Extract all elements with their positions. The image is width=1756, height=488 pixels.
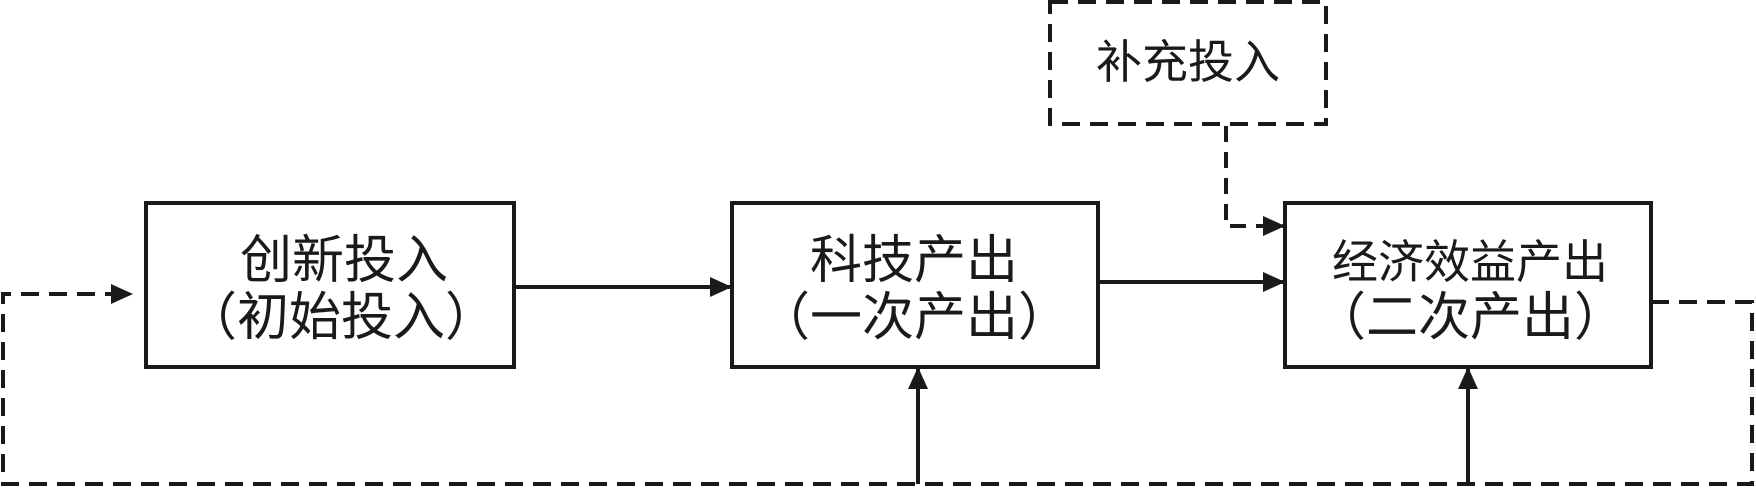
node-supplementary-input-label: 补充投入 bbox=[1096, 35, 1280, 89]
node-tech-output-label: 科技产出 bbox=[810, 231, 1018, 291]
node-innovation-input-sublabel: （初始投入） bbox=[185, 288, 497, 348]
node-tech-output-sublabel: （一次产出） bbox=[758, 288, 1070, 348]
node-supplementary-input-box bbox=[1048, 0, 1328, 126]
node-economic-output-sublabel: （二次产出） bbox=[1314, 288, 1626, 348]
node-economic-output: 经济效益产出 （二次产出） bbox=[1283, 201, 1653, 369]
node-economic-output-label: 经济效益产出 bbox=[1332, 235, 1608, 289]
node-innovation-input-label: 创新投入 bbox=[240, 231, 448, 291]
edge-feedback-loop bbox=[1, 284, 1754, 486]
edge-supplementary-to-economic bbox=[1224, 126, 1285, 236]
node-tech-output: 科技产出 （一次产出） bbox=[730, 201, 1100, 369]
node-supplementary-input: 补充投入 bbox=[1048, 0, 1328, 126]
node-innovation-input: 创新投入 （初始投入） bbox=[144, 201, 516, 369]
